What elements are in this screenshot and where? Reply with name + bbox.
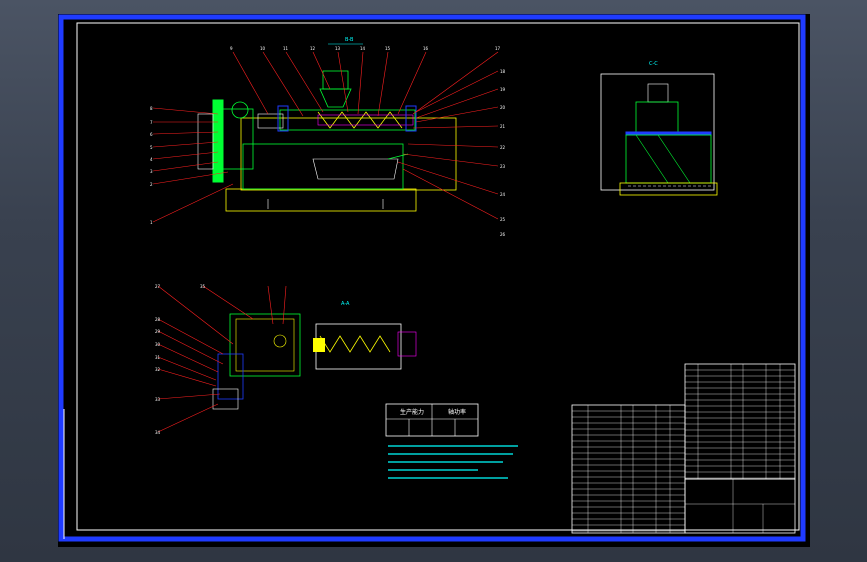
svg-text:31: 31 <box>155 355 161 360</box>
main-callout-numbers: 9 10 11 12 13 14 15 16 17 8 7 6 5 4 3 2 … <box>150 46 506 237</box>
svg-text:13: 13 <box>335 46 341 51</box>
svg-text:10: 10 <box>260 46 266 51</box>
plan-view: A-A <box>212 301 417 410</box>
svg-text:14: 14 <box>360 46 366 51</box>
view-main-title: B-B <box>345 37 354 43</box>
svg-text:22: 22 <box>500 145 506 150</box>
svg-text:1: 1 <box>150 220 153 225</box>
svg-text:7: 7 <box>150 120 153 125</box>
plan-callout-numbers: 27 28 29 30 31 32 33 34 35 <box>155 284 206 435</box>
svg-text:27: 27 <box>155 284 161 289</box>
svg-text:20: 20 <box>500 105 506 110</box>
view-right-title: C-C <box>649 61 658 67</box>
svg-text:26: 26 <box>500 232 506 237</box>
svg-text:29: 29 <box>155 329 161 334</box>
drawing-sheet[interactable]: B-B <box>58 14 810 547</box>
svg-text:28: 28 <box>155 317 161 322</box>
main-elevation-view: B-B <box>197 37 457 212</box>
svg-text:24: 24 <box>500 192 506 197</box>
svg-text:2: 2 <box>150 182 153 187</box>
outer-border <box>58 14 806 542</box>
svg-text:3: 3 <box>150 169 153 174</box>
svg-text:12: 12 <box>310 46 316 51</box>
svg-text:34: 34 <box>155 430 161 435</box>
svg-text:32: 32 <box>155 367 161 372</box>
svg-text:17: 17 <box>495 46 501 51</box>
svg-text:轴功率: 轴功率 <box>448 408 466 416</box>
svg-text:30: 30 <box>155 342 161 347</box>
technical-notes <box>388 445 518 479</box>
svg-text:35: 35 <box>200 284 206 289</box>
svg-text:23: 23 <box>500 164 506 169</box>
side-view: C-C <box>600 61 718 196</box>
svg-text:16: 16 <box>423 46 429 51</box>
svg-text:11: 11 <box>283 46 289 51</box>
svg-text:21: 21 <box>500 124 506 129</box>
svg-text:9: 9 <box>230 46 233 51</box>
svg-text:33: 33 <box>155 397 161 402</box>
svg-text:15: 15 <box>385 46 391 51</box>
svg-text:25: 25 <box>500 217 506 222</box>
svg-text:19: 19 <box>500 87 506 92</box>
svg-text:4: 4 <box>150 157 153 162</box>
svg-text:8: 8 <box>150 106 153 111</box>
main-leaders <box>152 51 499 223</box>
cad-drawing-canvas[interactable]: B-B <box>58 14 810 547</box>
inner-frame <box>76 22 800 531</box>
svg-text:5: 5 <box>150 145 153 150</box>
svg-text:生产能力: 生产能力 <box>400 408 424 416</box>
svg-text:18: 18 <box>500 69 506 74</box>
bom-table <box>571 363 796 534</box>
view-plan-title: A-A <box>341 301 350 307</box>
svg-text:6: 6 <box>150 132 153 137</box>
plan-leaders <box>157 285 287 433</box>
tech-params-table: 生产能力 轴功率 <box>385 403 479 437</box>
